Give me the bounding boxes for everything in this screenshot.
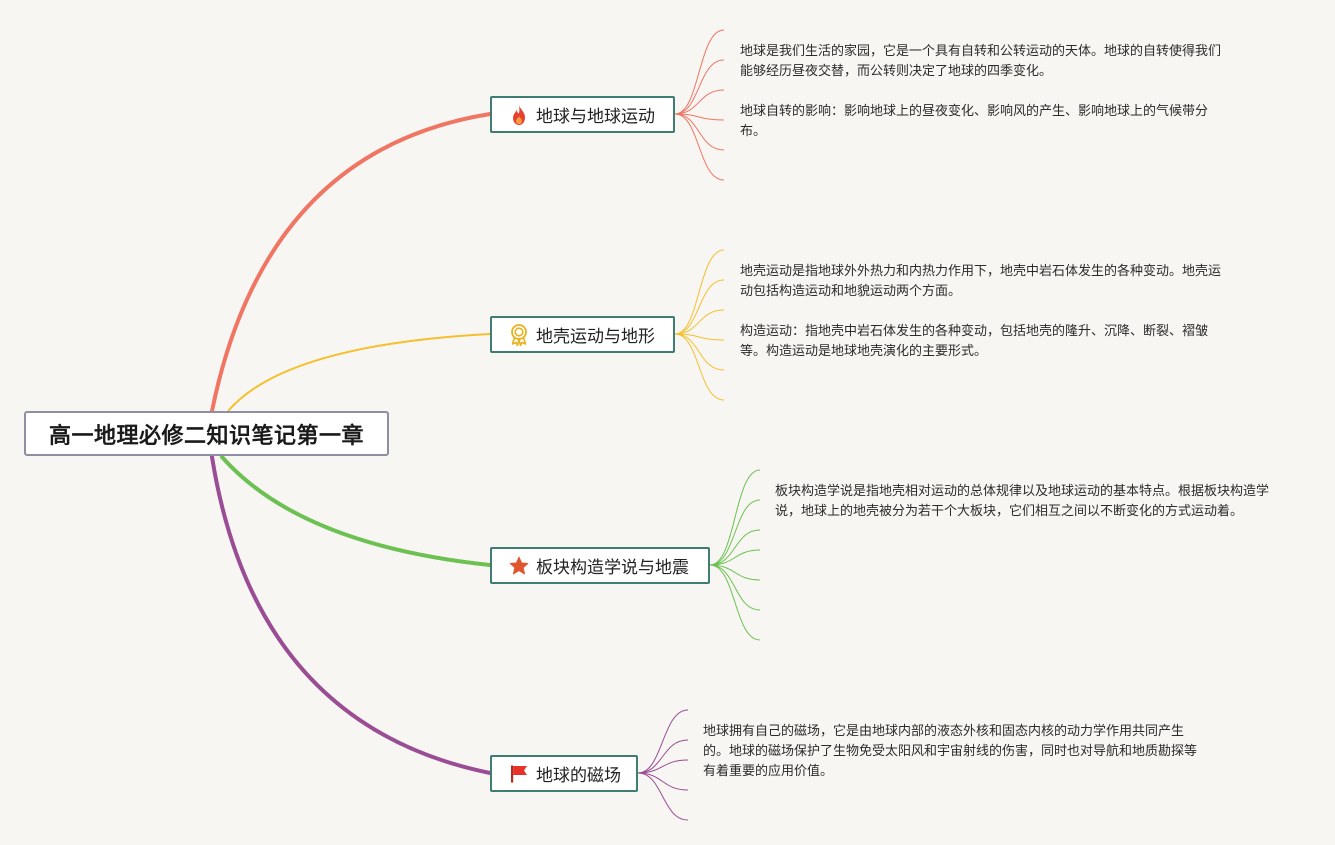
root-topic-label: 高一地理必修二知识笔记第一章 [48, 423, 364, 449]
note-connectors-3 [709, 469, 761, 641]
branch-line-1 [210, 112, 492, 413]
note-connectors-4 [637, 709, 689, 821]
topic-label: 地壳运动与地形 [536, 327, 655, 347]
topic-label: 地球的磁场 [536, 766, 621, 786]
note-text: 地球拥有自己的磁场，它是由地球内部的液态外核和固态内核的动力学作用共同产生的。地… [703, 724, 1198, 779]
topic-magnetic-field[interactable]: 地球的磁场 [490, 755, 638, 792]
topic-label: 地球与地球运动 [536, 107, 655, 127]
branch-line-2 [227, 333, 491, 412]
topic-label: 板块构造学说与地震 [536, 558, 689, 578]
note-text: 地球自转的影响：影响地球上的昼夜变化、影响风的产生、影响地球上的气候带分布。 [740, 104, 1209, 139]
note-connectors-2 [674, 249, 725, 401]
red-flag-icon [508, 763, 530, 785]
award-badge-icon [508, 323, 530, 346]
note-text: 板块构造学说是指地壳相对运动的总体规律以及地球运动的基本特点。根据板块构造学说，… [775, 484, 1270, 519]
topic-earth-motion[interactable]: 地球与地球运动 [490, 96, 675, 133]
note-text: 构造运动：指地壳中岩石体发生的各种变动，包括地壳的隆升、沉降、断裂、褶皱等。构造… [740, 324, 1209, 359]
branch-line-3 [220, 455, 492, 567]
note-text: 地壳运动是指地球外外热力和内热力作用下，地壳中岩石体发生的各种变动。地壳运动包括… [740, 264, 1222, 299]
star-icon [508, 555, 530, 577]
note-text: 地球是我们生活的家园，它是一个具有自转和公转运动的天体。地球的自转使得我们能够经… [740, 44, 1222, 79]
note-connectors-1 [674, 29, 725, 181]
topic-plate-tectonics[interactable]: 板块构造学说与地震 [490, 547, 710, 584]
fire-icon [508, 104, 530, 126]
branch-line-4 [210, 455, 492, 775]
topic-crust-movement[interactable]: 地壳运动与地形 [490, 316, 675, 353]
root-topic[interactable]: 高一地理必修二知识笔记第一章 [24, 411, 389, 456]
